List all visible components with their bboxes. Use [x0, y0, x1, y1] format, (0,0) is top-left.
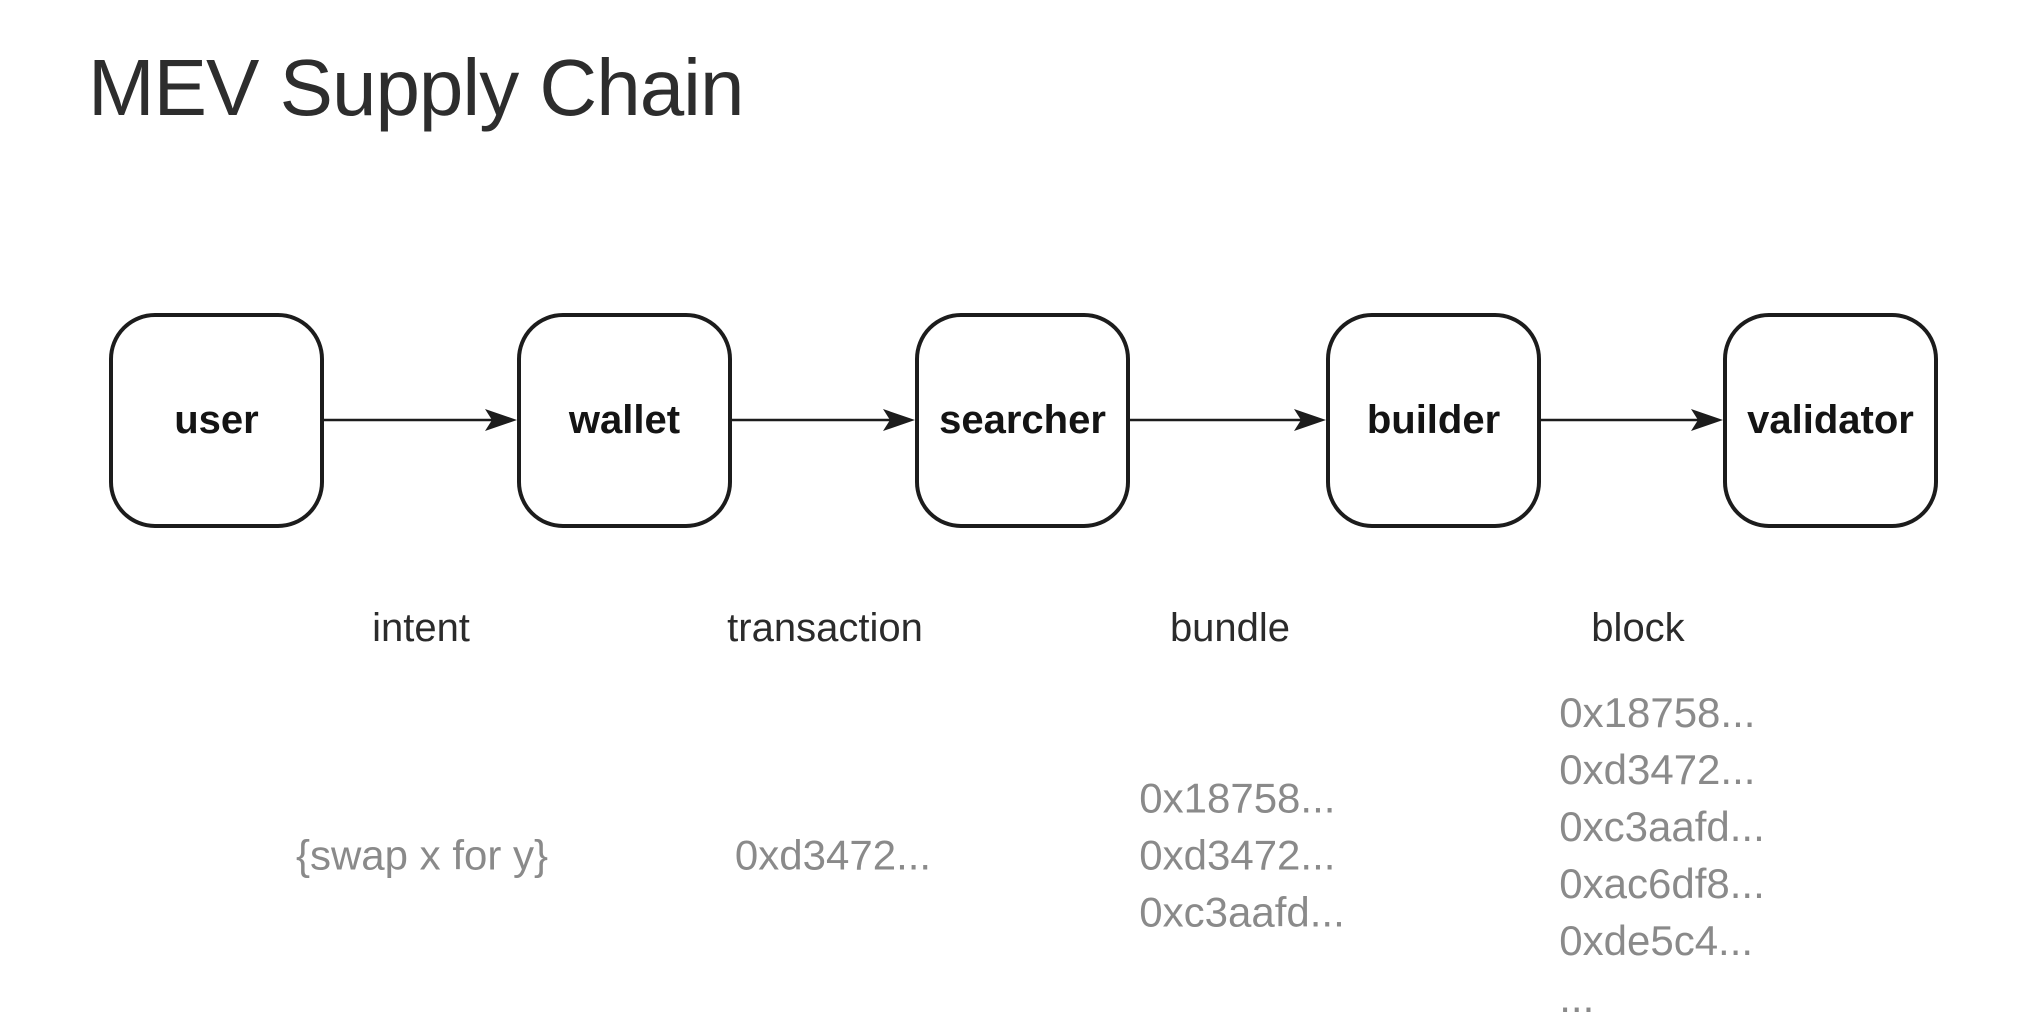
arrow-head	[1691, 409, 1723, 431]
payload-bundle: 0x18758... 0xd3472... 0xc3aafd...	[1139, 770, 1344, 941]
payload-line: 0x18758...	[1559, 689, 1756, 736]
payload-intent: {swap x for y}	[296, 827, 548, 884]
arrow-builder-validator-icon	[1539, 409, 1723, 431]
payload-line: 0xd3472...	[734, 831, 932, 879]
payload-line: 0x18758...	[1139, 774, 1336, 822]
payload-line: ...	[1559, 974, 1595, 1021]
payload-line: 0xc3aafd...	[1559, 803, 1765, 850]
edge-label-bundle: bundle	[1169, 606, 1291, 650]
payload-transaction: 0xd3472...	[735, 827, 931, 884]
arrow-head	[883, 409, 915, 431]
stage-box-searcher: searcher	[915, 313, 1130, 528]
stage-label-validator: validator	[1747, 398, 1914, 442]
payload-block: 0x18758... 0xd3472... 0xc3aafd... 0xac6df8.…	[1559, 684, 1764, 1026]
payload-line: 0xde5c4...	[1559, 917, 1754, 964]
stage-label-builder: builder	[1366, 398, 1501, 442]
payload-line: 0xd3472...	[1559, 746, 1756, 793]
payload-line: {swap x for y}	[295, 831, 549, 879]
arrow-head	[1294, 409, 1326, 431]
edge-label-transaction: transaction	[727, 606, 923, 650]
arrow-wallet-searcher-icon	[730, 409, 915, 431]
stage-label-user: user	[174, 398, 259, 442]
arrow-searcher-builder-icon	[1128, 409, 1326, 431]
edge-label-intent: intent	[372, 606, 470, 650]
page-title: MEV Supply Chain	[88, 43, 744, 132]
stage-label-searcher: searcher	[939, 398, 1106, 442]
stage-box-user: user	[109, 313, 324, 528]
payload-line: 0xd3472...	[1139, 831, 1336, 879]
payload-line: 0xac6df8...	[1559, 860, 1765, 907]
stage-label-wallet: wallet	[568, 398, 681, 442]
stage-box-wallet: wallet	[517, 313, 732, 528]
payload-line: 0xc3aafd...	[1139, 888, 1345, 936]
stage-box-validator: validator	[1723, 313, 1938, 528]
stage-box-builder: builder	[1326, 313, 1541, 528]
arrow-user-wallet-icon	[322, 409, 517, 431]
arrow-head	[485, 409, 517, 431]
edge-label-block: block	[1591, 606, 1685, 650]
